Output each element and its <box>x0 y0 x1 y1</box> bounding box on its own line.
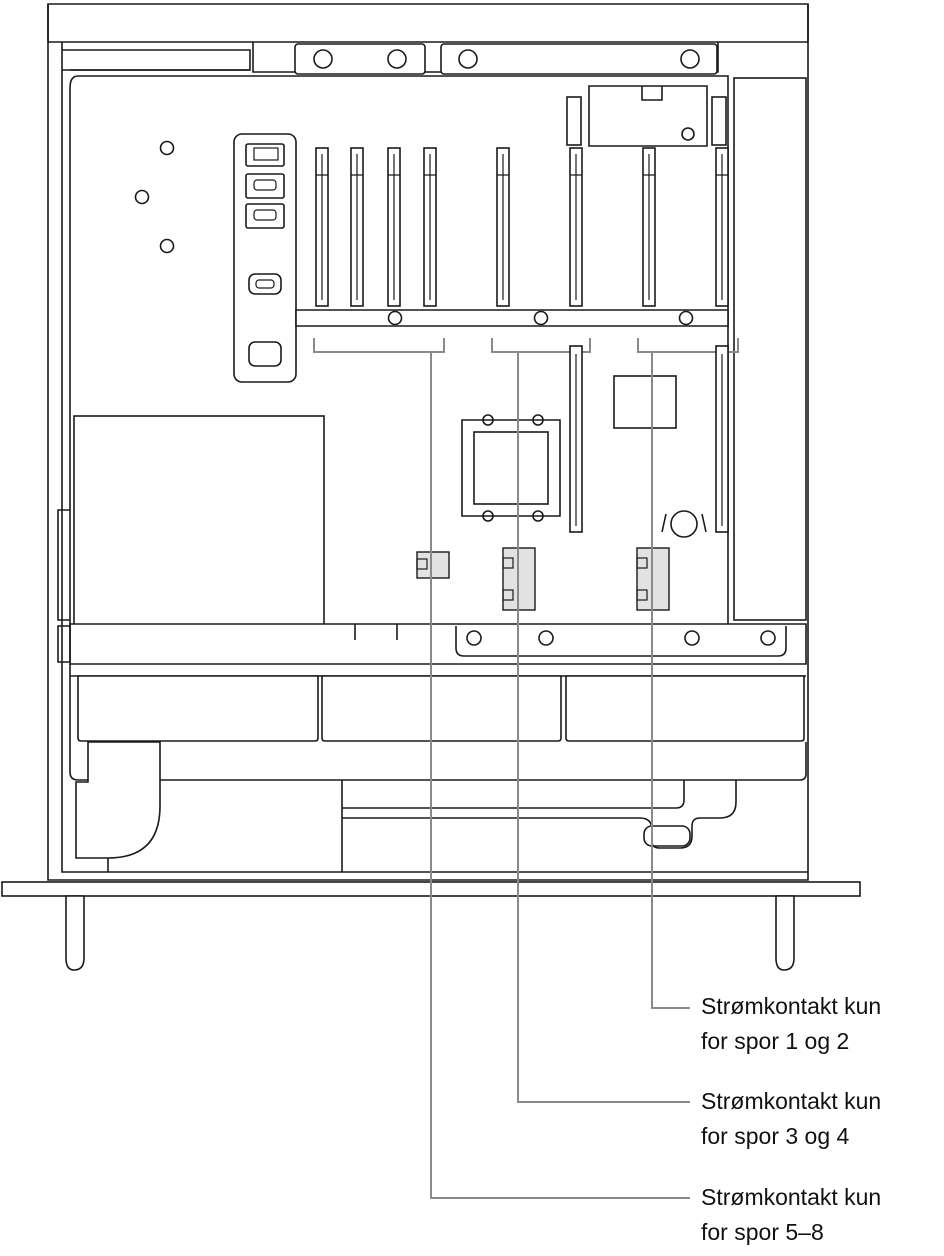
callout-line-slots-5-8 <box>430 352 690 1199</box>
callout-label-line1: Strømkontakt kun <box>701 1088 882 1114</box>
power-connectors <box>416 547 670 611</box>
lower-slots <box>569 345 729 533</box>
callout-label-line2: for spor 5–8 <box>701 1219 824 1245</box>
top-components <box>566 85 727 147</box>
callout-lines <box>430 352 690 1199</box>
cpu-socket <box>461 414 561 522</box>
callout-label-slots-3-4: Strømkontakt kun for spor 3 og 4 <box>701 1084 881 1154</box>
top-bracket <box>252 42 719 75</box>
callout-label-line2: for spor 3 og 4 <box>701 1123 850 1149</box>
chassis <box>47 3 809 881</box>
pcie-slots <box>315 147 729 307</box>
fan-bays <box>69 675 807 781</box>
slot-group-brackets <box>313 338 739 353</box>
bottom-structure <box>75 741 737 872</box>
io-panel <box>233 133 297 383</box>
callout-label-slots-1-2: Strømkontakt kun for spor 1 og 2 <box>701 989 881 1059</box>
retention-bar <box>295 309 729 327</box>
callout-label-line1: Strømkontakt kun <box>701 993 882 1019</box>
callout-line-slots-1-2 <box>651 352 690 1009</box>
callout-line-slots-3-4 <box>517 352 690 1103</box>
callout-label-line2: for spor 1 og 2 <box>701 1028 850 1054</box>
callout-label-slots-5-8: Strømkontakt kun for spor 5–8 <box>701 1180 881 1250</box>
power-supply <box>57 415 325 629</box>
callout-label-line1: Strømkontakt kun <box>701 1184 882 1210</box>
right-panel <box>733 77 807 621</box>
battery <box>661 510 707 538</box>
